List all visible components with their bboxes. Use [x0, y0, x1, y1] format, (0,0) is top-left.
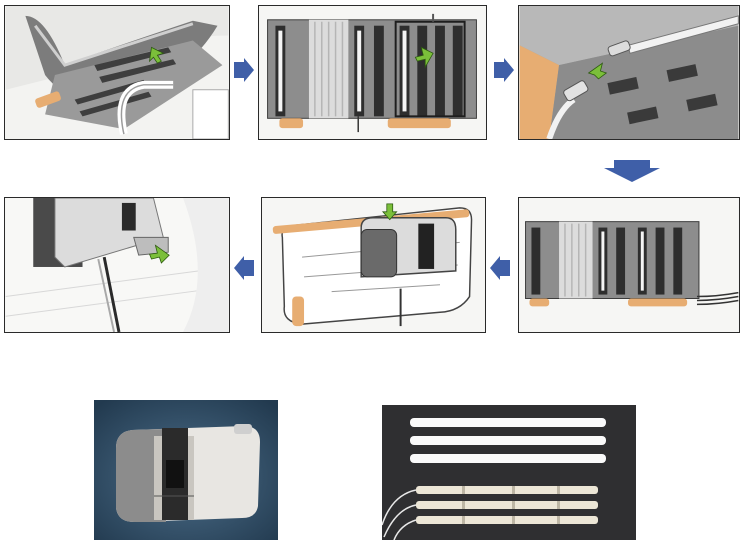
device-photo — [94, 400, 278, 540]
lamps-photo — [382, 405, 636, 540]
step-6-panel — [4, 197, 230, 333]
step-5-panel — [261, 197, 486, 333]
uv-lamps-photo-icon — [382, 405, 636, 540]
arrow-right-icon — [494, 58, 514, 82]
lamp-board-icon — [259, 6, 486, 139]
arrow-down-icon — [604, 160, 660, 182]
arrow-left-icon — [490, 256, 510, 280]
step-3-panel — [518, 5, 740, 140]
control-unit-mount-icon — [262, 198, 485, 332]
lamp-board-cabled-icon — [519, 198, 739, 332]
control-unit-detail-icon — [5, 198, 229, 332]
step-2-panel — [258, 5, 487, 140]
step-4-panel — [518, 197, 740, 333]
step-1-panel — [4, 5, 230, 140]
control-unit-photo-icon — [94, 400, 278, 540]
arrow-right-icon — [234, 58, 254, 82]
cable-connector-icon — [519, 6, 739, 139]
arrow-left-icon — [234, 256, 254, 280]
bed-frame-install-icon — [5, 6, 229, 139]
